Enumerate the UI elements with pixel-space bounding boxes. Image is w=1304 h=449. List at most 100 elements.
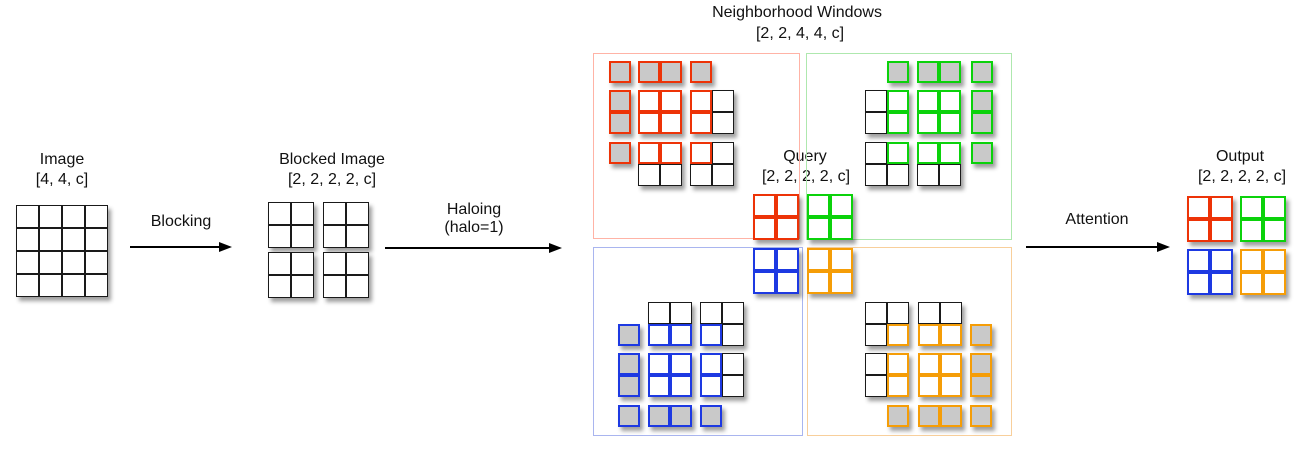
haloing-arrow-label: Haloing (halo=1) [444, 201, 503, 237]
blocking-arrow [130, 246, 219, 248]
neighborhood-windows-title: Neighborhood Windows [712, 4, 882, 21]
output-block-blue [1187, 249, 1233, 295]
grid-cell [323, 202, 346, 225]
grid-cell [722, 375, 744, 397]
grid-cell [865, 142, 887, 164]
grid-cell [618, 375, 640, 397]
grid-cell [323, 225, 346, 248]
nw-blue-top-nbr [648, 302, 692, 346]
nw-blue-pad-bottom [648, 405, 692, 427]
grid-cell [291, 252, 314, 275]
grid-cell [638, 142, 660, 164]
nw-green-pad-top-l [887, 61, 909, 83]
grid-cell [918, 353, 940, 375]
blocked-block-br [323, 252, 369, 298]
grid-cell [268, 225, 291, 248]
grid-cell [865, 164, 887, 186]
grid-cell [268, 252, 291, 275]
grid-cell [865, 112, 887, 134]
blocked-block-tl [268, 202, 314, 248]
grid-cell [670, 375, 692, 397]
nw-red-diag-nbr [690, 142, 734, 186]
grid-cell [865, 324, 887, 346]
grid-cell [712, 90, 734, 112]
grid-cell [1210, 249, 1233, 272]
grid-cell [291, 275, 314, 298]
grid-cell [346, 225, 369, 248]
grid-cell [887, 375, 909, 397]
grid-cell [940, 375, 962, 397]
haloing-label-line1: Haloing [446, 201, 502, 218]
grid-cell [39, 205, 62, 228]
haloing-label-line2: (halo=1) [444, 219, 504, 236]
grid-cell [970, 353, 992, 375]
grid-cell [807, 271, 830, 294]
query-title: Query [783, 148, 827, 165]
output-block-green [1240, 196, 1286, 242]
grid-cell [970, 405, 992, 427]
nw-orange-diag-nbr [865, 302, 909, 346]
nw-green-pad-right-b [971, 142, 993, 164]
nw-green-bottom-nbr [917, 142, 961, 186]
grid-cell [830, 271, 853, 294]
grid-cell [887, 142, 909, 164]
image-shape-label: [4, 4, c] [35, 171, 89, 188]
grid-cell [807, 194, 830, 217]
nw-green-block [917, 90, 961, 134]
grid-cell [638, 164, 660, 186]
grid-cell [971, 90, 993, 112]
nw-orange-pad-right-t [970, 324, 992, 346]
grid-cell [291, 225, 314, 248]
grid-cell [753, 194, 776, 217]
grid-cell [939, 164, 961, 186]
nw-orange-top-nbr [918, 302, 962, 346]
grid-cell [865, 353, 887, 375]
blocking-arrow-label: Blocking [150, 213, 212, 230]
grid-cell [700, 375, 722, 397]
quad-window-red [593, 53, 800, 239]
grid-cell [939, 112, 961, 134]
grid-cell [609, 61, 631, 83]
grid-cell [648, 324, 670, 346]
haloing-arrow [385, 247, 549, 249]
nw-green-pad-corner [971, 61, 993, 83]
output-block-orange [1240, 249, 1286, 295]
grid-cell [62, 228, 85, 251]
nw-blue-block [648, 353, 692, 397]
grid-cell [16, 228, 39, 251]
grid-cell [918, 324, 940, 346]
grid-cell [16, 274, 39, 297]
grid-cell [618, 324, 640, 346]
grid-cell [971, 112, 993, 134]
grid-cell [346, 252, 369, 275]
grid-cell [62, 274, 85, 297]
nw-orange-pad-bot-l [887, 405, 909, 427]
grid-cell [940, 353, 962, 375]
grid-cell [1240, 249, 1263, 272]
nw-red-pad-top [638, 61, 682, 83]
grid-cell [918, 405, 940, 427]
grid-cell [346, 275, 369, 298]
grid-cell [660, 112, 682, 134]
grid-cell [722, 353, 744, 375]
grid-cell [39, 274, 62, 297]
grid-cell [753, 271, 776, 294]
grid-cell [690, 90, 712, 112]
grid-cell [346, 202, 369, 225]
grid-cell [1263, 196, 1286, 219]
grid-cell [648, 405, 670, 427]
grid-cell [887, 302, 909, 324]
grid-cell [940, 324, 962, 346]
grid-cell [291, 202, 314, 225]
quad-window-green [806, 53, 1012, 240]
grid-cell [1240, 219, 1263, 242]
grid-cell [62, 205, 85, 228]
output-title: Output [1215, 148, 1265, 165]
grid-cell [712, 142, 734, 164]
blocked-block-tr [323, 202, 369, 248]
grid-cell [85, 274, 108, 297]
grid-cell [887, 405, 909, 427]
nw-red-pad-corner [609, 61, 631, 83]
grid-cell [670, 324, 692, 346]
